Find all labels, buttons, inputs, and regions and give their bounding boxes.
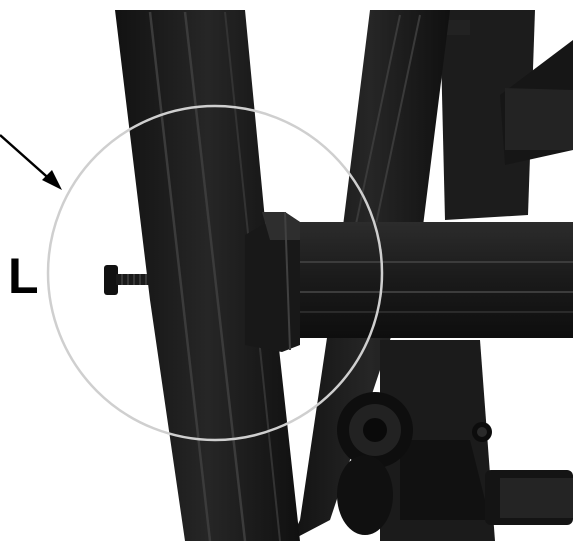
callout-ring [46,104,384,442]
horizontal-beam [295,222,573,338]
part-label: L [8,248,39,304]
lower-pulley-assembly [337,340,573,541]
mounting-bracket [245,211,300,352]
pointer-arrow-icon [0,134,62,190]
screw-icon [104,265,150,295]
